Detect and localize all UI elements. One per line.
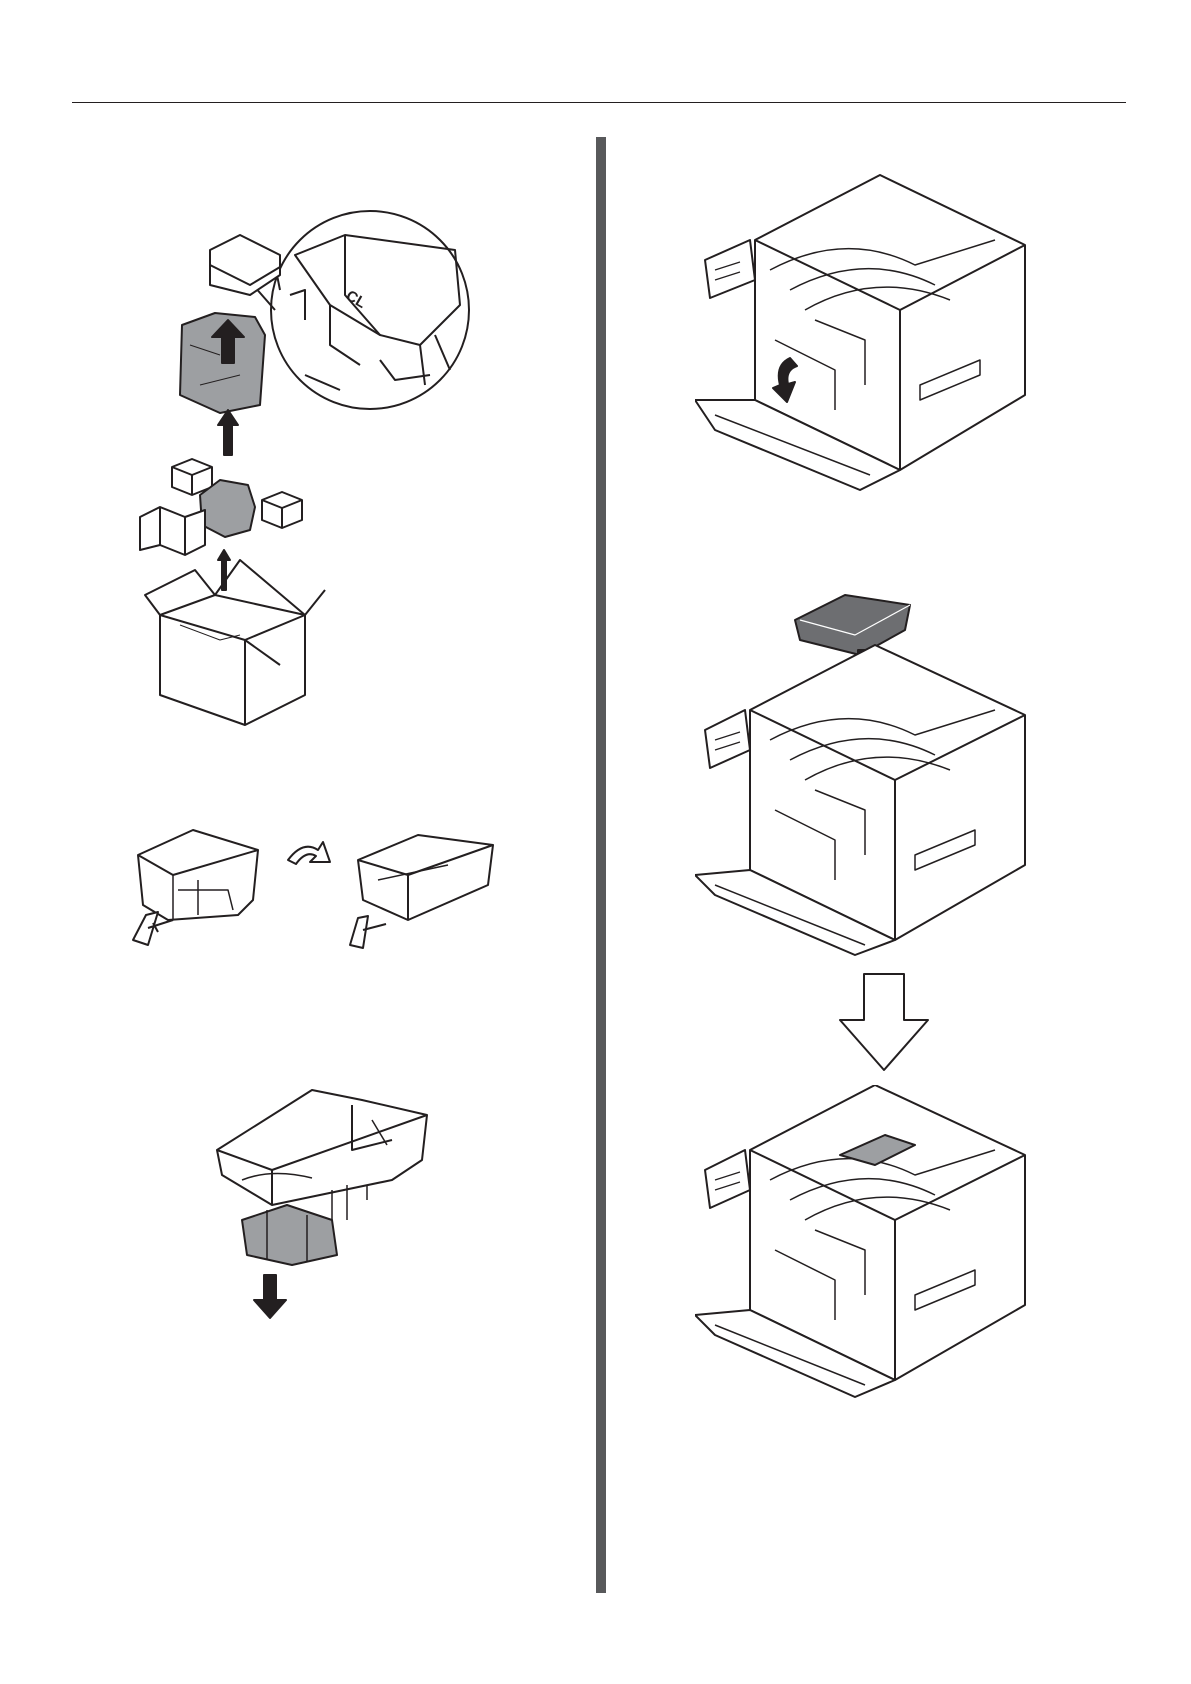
figure-insert-cartridge bbox=[695, 590, 1055, 960]
figure-transition bbox=[838, 972, 930, 1072]
unpack-illustration: CL bbox=[130, 195, 510, 740]
printer-icon bbox=[695, 645, 1025, 955]
column-divider bbox=[596, 137, 606, 1593]
protective-cover-icon bbox=[242, 1205, 337, 1265]
magnifier-callout-icon bbox=[271, 211, 469, 409]
figure-open-front-cover bbox=[695, 170, 1065, 500]
printer-icon bbox=[695, 175, 1025, 490]
printer-icon bbox=[695, 1085, 1025, 1397]
remove-tape-illustration bbox=[118, 820, 528, 960]
printer-insert-illustration bbox=[695, 590, 1055, 960]
figure-remove-tape bbox=[118, 820, 528, 960]
printer-open-illustration bbox=[695, 170, 1065, 500]
figure-unpack-box: CL bbox=[130, 195, 510, 740]
figure-cartridge-installed bbox=[695, 1085, 1055, 1415]
cartridge-icon bbox=[795, 595, 910, 655]
header-rule bbox=[72, 102, 1126, 103]
remove-cover-illustration bbox=[212, 1060, 432, 1330]
hollow-down-arrow-icon bbox=[838, 972, 930, 1072]
tape-strip-icon bbox=[133, 912, 158, 945]
box-icon bbox=[145, 560, 325, 725]
rotate-arrow-icon bbox=[288, 842, 330, 864]
figure-remove-cover bbox=[212, 1060, 432, 1330]
down-arrow-icon bbox=[254, 1275, 286, 1318]
printer-installed-illustration bbox=[695, 1085, 1055, 1415]
cartridge-icon bbox=[138, 830, 258, 920]
